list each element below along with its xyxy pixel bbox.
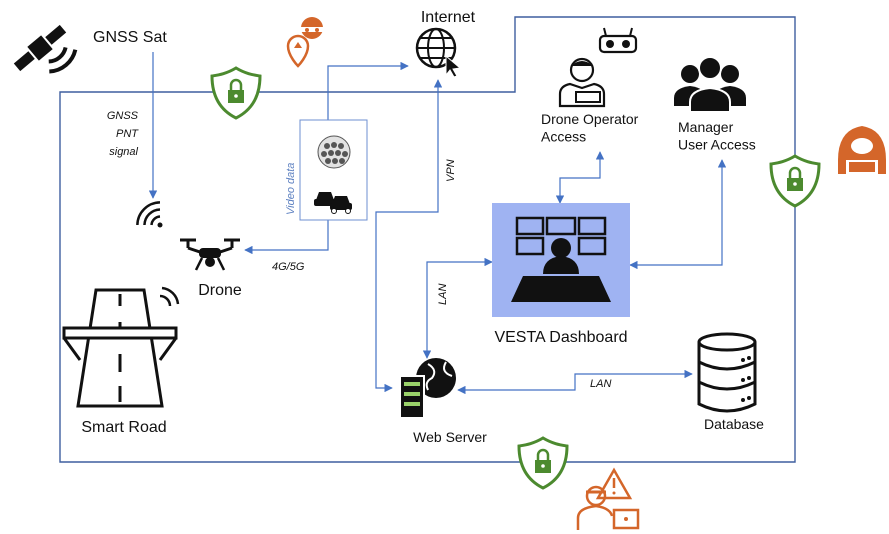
gnss-signal-line1: GNSS [107, 110, 139, 122]
controller-icon [598, 27, 638, 54]
database-icon [697, 332, 757, 413]
gnss-signal-line3: signal [109, 146, 138, 158]
drone-label: Drone [198, 282, 242, 299]
cellular-label: 4G/5G [272, 261, 305, 273]
database-label: Database [704, 416, 764, 432]
lock-shield-icon [769, 154, 821, 208]
web-server-icon [399, 358, 456, 419]
vpn-label: VPN [445, 159, 457, 182]
smart-road-label: Smart Road [81, 419, 166, 436]
hacker-location-icon [286, 17, 324, 68]
hooded-hacker-icon [838, 126, 886, 174]
cars-icon [314, 192, 352, 214]
web-server-label: Web Server [413, 429, 487, 445]
lan-database-label: LAN [590, 378, 611, 390]
gnss-signal-line2: PNT [116, 128, 139, 140]
globe-cursor-icon [415, 27, 462, 78]
drone-icon [180, 238, 240, 271]
crowd-icon [317, 135, 351, 169]
lock-shield-icon [210, 66, 262, 120]
network-boundary [59, 16, 796, 463]
operator-icon [558, 57, 606, 108]
lan-vertical-label: LAN [437, 284, 449, 305]
dashboard-icon [511, 216, 611, 302]
lock-shield-icon [517, 436, 569, 490]
attacker-warning-icon [576, 467, 640, 530]
video-data-label: Video data [285, 163, 297, 215]
connectors [148, 52, 727, 395]
gnss-label: GNSS Sat [93, 29, 167, 46]
dashboard-label: VESTA Dashboard [494, 329, 627, 346]
satellite-icon [13, 24, 78, 74]
road-icon [62, 286, 180, 408]
wifi-icon [136, 201, 163, 228]
internet-label: Internet [421, 9, 476, 26]
manager-group-icon [674, 56, 746, 113]
